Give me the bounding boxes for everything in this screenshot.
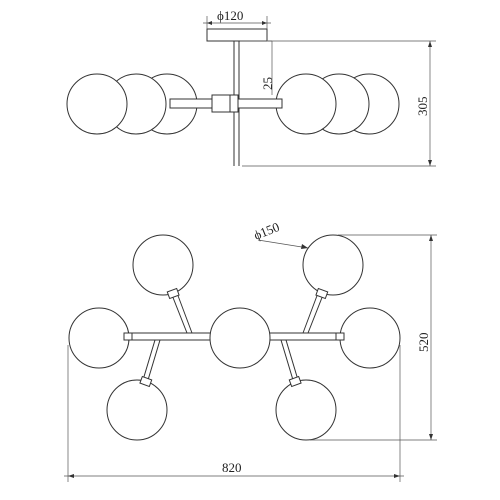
plan-globe-middle-left xyxy=(68,307,130,369)
plan-globe-top-right xyxy=(302,234,364,296)
plan-globe-top-left xyxy=(132,234,194,296)
canopy-diameter-label: ϕ120 xyxy=(217,8,243,23)
plan-globe-middle-right xyxy=(339,307,401,369)
plan-view: ϕ150 520 820 xyxy=(64,219,437,482)
side-view: ϕ120 25 305 xyxy=(66,8,436,167)
canopy xyxy=(206,28,268,42)
plan-arm-lower-right xyxy=(280,339,294,381)
stem-offset-label: 25 xyxy=(260,77,275,90)
plan-depth-label: 520 xyxy=(416,333,431,353)
globe-diameter-label: ϕ150 xyxy=(252,219,282,243)
plan-arm-upper-left xyxy=(171,294,188,334)
side-hub xyxy=(211,94,239,113)
side-globe-right-1 xyxy=(275,73,337,135)
total-height-label: 305 xyxy=(415,97,430,117)
plan-globe-center xyxy=(209,307,271,369)
side-globe-left-1 xyxy=(66,73,128,135)
plan-globe-bottom-right xyxy=(275,379,337,441)
overall-width-label: 820 xyxy=(222,460,242,475)
plan-globe-bottom-left xyxy=(106,379,168,441)
plan-arm-upper-right xyxy=(302,292,319,334)
plan-arm-lower-left xyxy=(142,339,156,381)
